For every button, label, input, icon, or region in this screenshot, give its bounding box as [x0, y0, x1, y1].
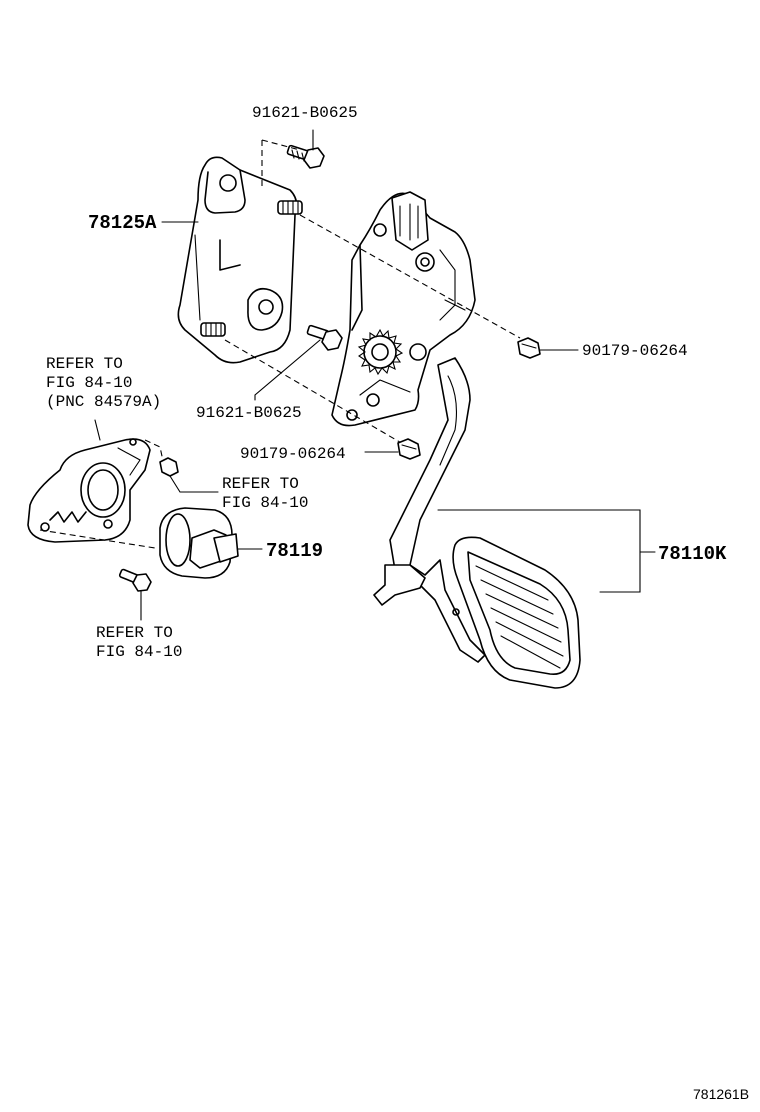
- bracket-78125a: [177, 156, 303, 364]
- dash-upper: [299, 214, 521, 339]
- leader-bolt-mid: [254, 339, 321, 401]
- stud-lower: [200, 322, 226, 337]
- label-refer-c-1: REFER TO: [96, 624, 173, 642]
- leader-pedal-bracket: [437, 509, 641, 593]
- label-pedal: 78110K: [658, 543, 727, 565]
- figure-id: 781261B: [693, 1086, 749, 1102]
- label-refer-b-1: REFER TO: [222, 475, 299, 493]
- bolt-mid: [306, 324, 343, 351]
- label-nut-right: 90179-06264: [582, 342, 688, 360]
- cover-screw: [118, 568, 152, 592]
- nut-lower: [397, 438, 421, 460]
- pedal-assembly-78110k: [331, 191, 581, 689]
- label-refer-b-2: FIG 84-10: [222, 494, 308, 512]
- label-refer-a-3: (PNC 84579A): [46, 393, 161, 411]
- label-refer-a-1: REFER TO: [46, 355, 123, 373]
- label-nut-lower: 90179-06264: [240, 445, 346, 463]
- stud-upper: [277, 200, 303, 215]
- label-refer-a-2: FIG 84-10: [46, 374, 132, 392]
- nut-right: [517, 337, 541, 359]
- cover-nut: [159, 457, 219, 493]
- label-sensor: 78119: [266, 540, 323, 562]
- sensor-78119: [159, 507, 239, 579]
- sensor-cover: [27, 438, 151, 543]
- bolt-top: [286, 144, 325, 169]
- label-bracket: 78125A: [88, 212, 157, 234]
- label-refer-c-2: FIG 84-10: [96, 643, 182, 661]
- label-bolt-mid: 91621-B0625: [196, 404, 302, 422]
- leader-refer-a: [94, 419, 101, 441]
- pedal-gear: [357, 328, 404, 376]
- label-bolt-top: 91621-B0625: [252, 104, 358, 122]
- dash-lower: [224, 339, 411, 449]
- dash-bolt-top: [261, 139, 301, 190]
